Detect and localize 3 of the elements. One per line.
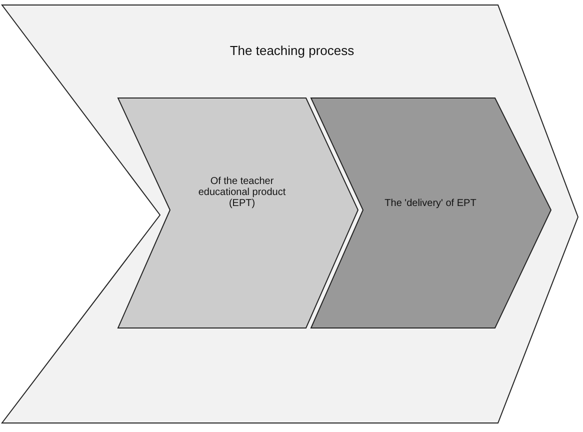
step-label: The 'delivery' of EPT (384, 198, 478, 209)
step-label: Of the teacher educational product (EPT) (197, 176, 287, 209)
diagram-heading: The teaching process (228, 43, 356, 58)
